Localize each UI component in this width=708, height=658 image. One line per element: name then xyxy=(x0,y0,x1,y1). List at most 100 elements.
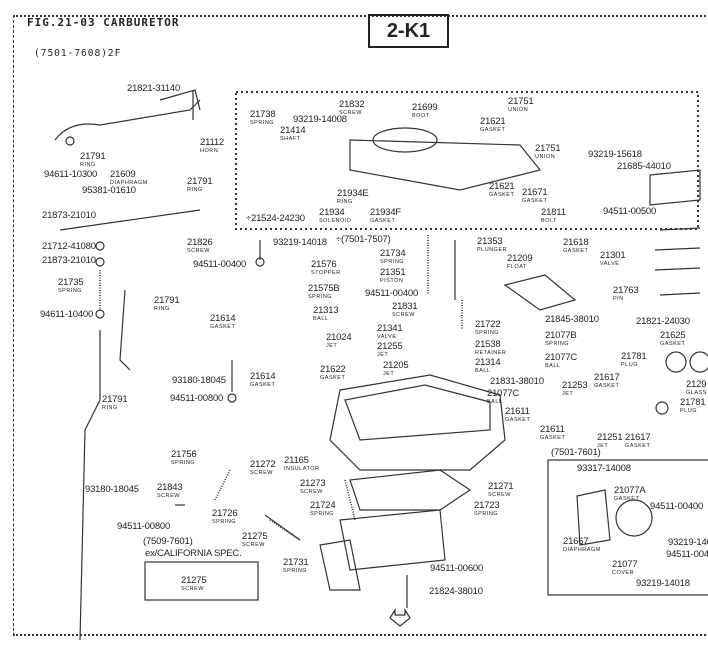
part-name: GASKET xyxy=(563,247,589,254)
part-label: ex/CALIFORNIA SPEC. xyxy=(145,549,242,559)
part-number: 93219-14018 xyxy=(668,537,708,548)
part-number: 21414 xyxy=(280,125,306,136)
part-number: 94611-10300 xyxy=(44,169,98,180)
part-number: 21722 xyxy=(475,319,501,330)
part-number: 21251 xyxy=(597,432,623,443)
part-label: 21873-21010 xyxy=(42,211,96,221)
part-number: (7501-7601) xyxy=(551,447,601,458)
part-number: 21611 xyxy=(505,406,530,417)
part-label: 94611-10300 xyxy=(44,170,97,180)
part-name: RING xyxy=(102,404,118,411)
part-number: 21205 xyxy=(383,360,409,371)
part-name: SCREW xyxy=(157,492,180,499)
part-label: 94511-00600 xyxy=(430,564,483,574)
part-name: BOOT xyxy=(412,112,430,119)
part-name: PISTON xyxy=(380,277,404,284)
part-name: SPRING xyxy=(283,567,308,574)
part-name: JET xyxy=(377,351,389,358)
part-number: 93317-14008 xyxy=(577,463,631,474)
part-name: GASKET xyxy=(522,197,548,204)
part-label: 93219-14018 xyxy=(668,538,708,548)
part-number: 21791 xyxy=(80,151,106,162)
part-label: 93219-14018 xyxy=(273,238,327,248)
part-number: 94511-00400 xyxy=(365,288,419,299)
part-number: 94511-00400 xyxy=(193,259,247,270)
springs xyxy=(99,235,463,541)
part-name: BOLT xyxy=(541,217,557,224)
screws-and-washers xyxy=(65,90,708,608)
part-name: SCREW xyxy=(392,311,415,318)
part-name: SCREW xyxy=(187,247,210,254)
part-number: 21831-38010 xyxy=(490,376,544,387)
part-name: SPRING xyxy=(212,518,237,525)
part-name: SCREW xyxy=(181,585,204,592)
part-number: 21273 xyxy=(300,478,326,489)
part-number: 21731 xyxy=(283,557,309,568)
part-label: 94611-10400 xyxy=(40,310,93,320)
part-name: SPRING xyxy=(250,119,275,126)
part-number: 21313 xyxy=(313,305,339,316)
part-number: 21077C xyxy=(487,388,520,399)
part-number: 93219-14008 xyxy=(293,114,347,125)
part-number: 93219-15618 xyxy=(588,149,642,160)
part-name: UNION xyxy=(508,106,529,113)
part-number: 95381-01610 xyxy=(82,185,136,196)
part-name: SCREW xyxy=(242,541,265,548)
part-number: 21724 xyxy=(310,500,336,511)
part-number: 21165 xyxy=(284,455,309,466)
part-name: SPRING xyxy=(58,287,83,294)
part-number: 21735 xyxy=(58,277,84,288)
part-label: 93180-18045 xyxy=(85,485,139,495)
page-reference-box: 2-K1 xyxy=(368,14,449,48)
part-label: 21685-44010 xyxy=(617,162,671,172)
part-name: UNION xyxy=(535,153,556,160)
accelerator-pump-drawing xyxy=(576,489,653,546)
part-number: 21611 xyxy=(540,424,565,435)
part-number: 21831 xyxy=(392,301,418,312)
part-number: 21699 xyxy=(412,102,438,113)
part-number: 21077 xyxy=(612,559,638,570)
part-name: SPRING xyxy=(310,510,335,517)
part-label: (7501-7601) xyxy=(551,448,601,458)
part-label: 93317-14008 xyxy=(577,464,631,474)
part-name: DIAPHRAGM xyxy=(110,179,148,186)
part-name: COVER xyxy=(612,569,635,576)
part-number: 94511-00500 xyxy=(603,206,657,217)
part-label: 94511-00800 xyxy=(170,394,223,404)
part-name: SCREW xyxy=(339,109,362,116)
part-label: 21845-38010 xyxy=(545,315,599,325)
part-number: 21112 xyxy=(200,137,225,148)
upper-assembly-group-box xyxy=(235,91,699,230)
part-number: ex/CALIFORNIA SPEC. xyxy=(145,548,242,559)
part-name: GLASS xyxy=(686,389,707,396)
part-number: 21751 xyxy=(508,96,534,107)
part-name: RING xyxy=(187,186,203,193)
part-label: 93219-15618 xyxy=(588,150,642,160)
part-label: 21712-41080 xyxy=(42,242,96,252)
part-number: 21614 xyxy=(210,313,236,324)
